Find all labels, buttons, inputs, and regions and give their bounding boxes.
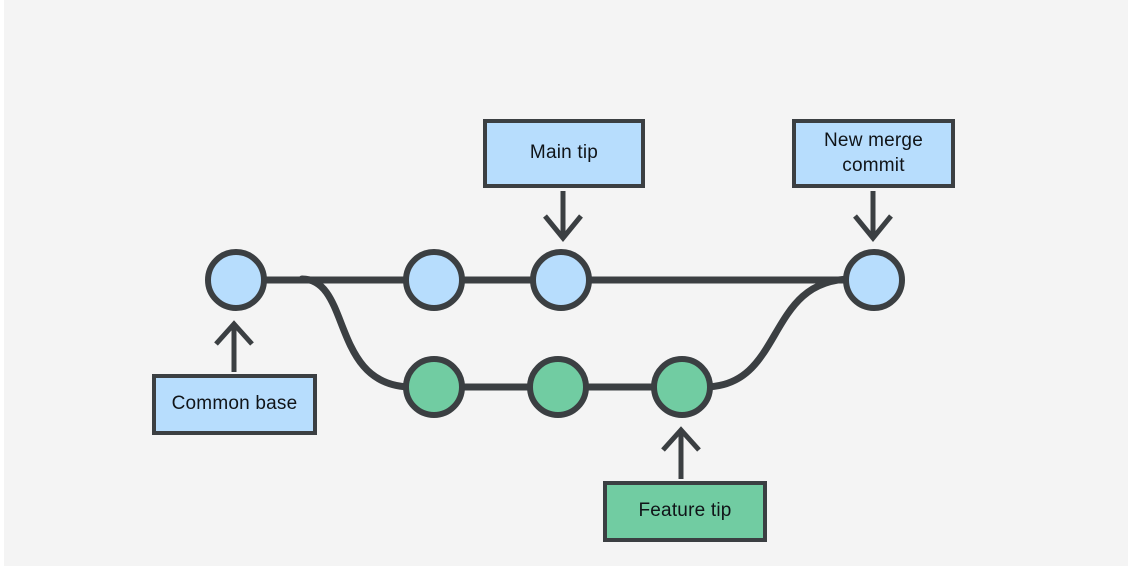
label-text-common-base: Common base <box>171 393 298 415</box>
label-text-new-merge-commit: New merge commit <box>818 129 929 178</box>
label-box-new-merge-commit[interactable]: New merge commit <box>792 119 955 188</box>
label-box-common-base[interactable]: Common base <box>152 374 317 435</box>
commit-node-base[interactable] <box>205 249 267 311</box>
label-box-main-tip[interactable]: Main tip <box>483 119 645 188</box>
commit-node-main-1[interactable] <box>403 249 465 311</box>
edge-fork-to-feature1 <box>298 275 416 391</box>
label-box-feature-tip[interactable]: Feature tip <box>603 481 767 542</box>
commit-node-merge[interactable] <box>843 249 905 311</box>
edge-featuretip-to-merge <box>700 275 856 391</box>
feature-tip-arrow-icon <box>661 426 701 479</box>
commit-node-main-tip[interactable] <box>530 249 592 311</box>
label-text-new-merge-commit-line1: New merge <box>824 130 923 152</box>
commit-node-feature-2[interactable] <box>527 356 589 418</box>
commit-node-feature-tip[interactable] <box>651 356 713 418</box>
label-text-main-tip: Main tip <box>529 142 599 164</box>
label-text-new-merge-commit-line2: commit <box>842 154 905 176</box>
new-merge-commit-arrow-icon <box>853 191 893 242</box>
common-base-arrow-icon <box>214 320 254 372</box>
annotation-arrow-layer <box>214 191 893 479</box>
node-layer <box>205 249 905 418</box>
main-tip-arrow-icon <box>543 191 583 242</box>
edge-layer <box>254 275 856 391</box>
label-text-feature-tip: Feature tip <box>638 500 732 522</box>
commit-node-feature-1[interactable] <box>403 356 465 418</box>
